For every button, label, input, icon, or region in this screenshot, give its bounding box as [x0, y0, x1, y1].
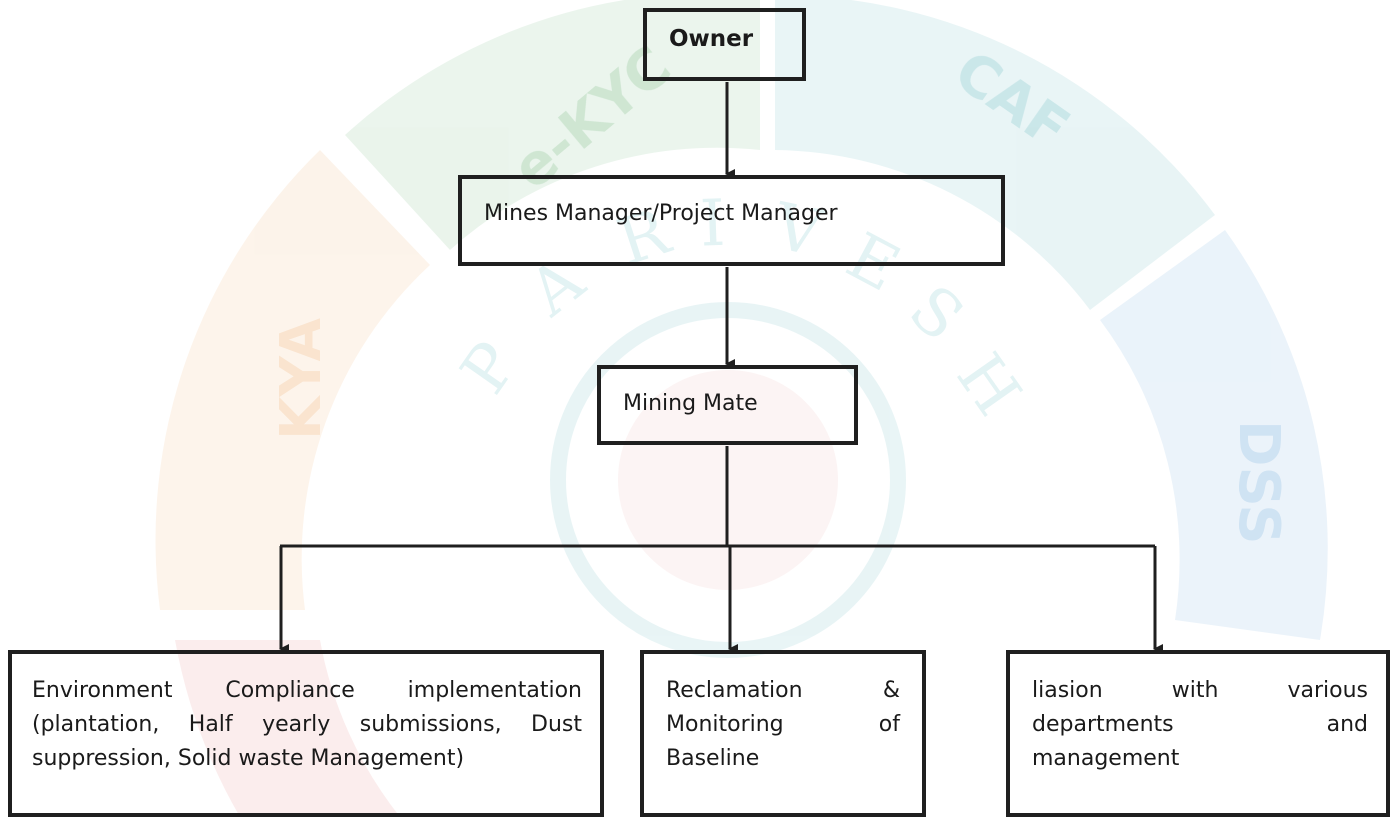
watermark-arc-dss: [1100, 230, 1328, 640]
node-owner: Owner: [643, 8, 806, 81]
node-mining-mate: Mining Mate: [597, 365, 858, 445]
node-reclamation-monitoring: Reclamation & Monitoring of Baseline: [640, 650, 926, 817]
node-mining-mate-label: Mining Mate: [623, 391, 758, 416]
node-mines-manager: Mines Manager/Project Manager: [458, 175, 1005, 266]
environment-line: (plantation, Half yearly submissions, Du…: [32, 712, 582, 737]
watermark-label-caf: CAF: [943, 38, 1081, 162]
watermark-arc-letter: S: [895, 272, 977, 356]
reclamation-line: Monitoring of: [666, 712, 900, 737]
liaison-line: management: [1032, 746, 1180, 771]
reclamation-line: Reclamation &: [666, 678, 900, 703]
watermark-arc-kya: [155, 150, 430, 610]
environment-line: Environment Compliance implementation: [32, 678, 582, 703]
reclamation-line: Baseline: [666, 746, 760, 771]
watermark-label-kya: KYA: [269, 317, 334, 440]
liaison-line: liasion with various: [1032, 678, 1368, 703]
node-mines-manager-label: Mines Manager/Project Manager: [484, 201, 838, 226]
watermark-center-emblem: [550, 302, 906, 658]
node-environment-compliance: Environment Compliance implementation (p…: [8, 650, 604, 817]
liaison-line: departments and: [1032, 712, 1368, 737]
node-liaison: liasion with various departments and man…: [1006, 650, 1390, 817]
node-owner-label: Owner: [669, 26, 754, 52]
watermark-arc-letter: P: [447, 329, 532, 407]
watermark-arc-letter: H: [942, 341, 1035, 429]
environment-line: suppression, Solid waste Management): [32, 746, 465, 771]
watermark-label-dss: DSS: [1226, 420, 1291, 545]
